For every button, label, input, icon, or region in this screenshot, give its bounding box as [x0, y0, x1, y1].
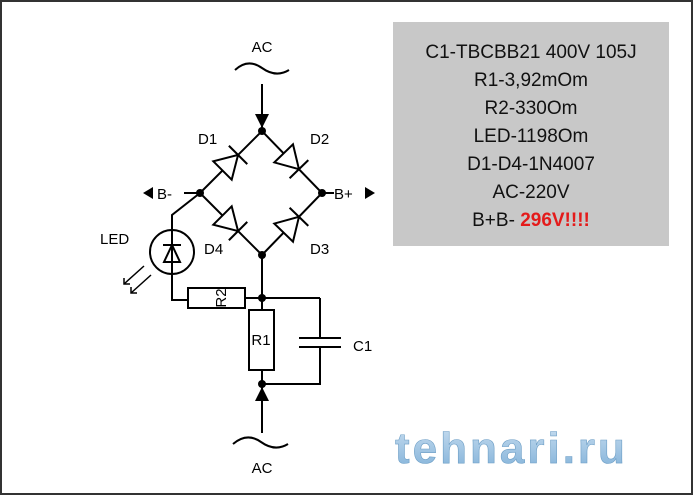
watermark-logo: tehnari.ru	[395, 424, 628, 473]
spec-box: C1-TBCBB21 400V 105J R1-3,92mOm R2-330Om…	[393, 22, 669, 246]
d1-diode-icon	[211, 145, 248, 182]
ac-top-arrow-icon	[255, 114, 269, 128]
spec-line: R1-3,92mOm	[474, 70, 588, 91]
spec-line-result: B+B- 296V!!!!	[472, 210, 590, 231]
r2-label: R2	[213, 288, 230, 307]
led-icon	[149, 229, 195, 275]
spec-box-bg	[393, 22, 669, 246]
d2-diode-icon	[272, 142, 309, 179]
c1-wire-bottom	[262, 347, 321, 385]
c1-label: C1	[353, 338, 372, 355]
d4-label: D4	[204, 241, 223, 258]
d3-diode-icon	[272, 207, 309, 244]
ac-bottom-label: AC	[252, 460, 273, 477]
b-minus-arrow-icon	[143, 187, 153, 199]
light-emission-icon	[123, 265, 152, 294]
node-r-junction	[258, 294, 266, 302]
b-minus-label: B-	[157, 186, 172, 203]
r1-label: R1	[251, 332, 270, 349]
node-top	[258, 127, 266, 135]
spec-line: D1-D4-1N4007	[467, 154, 595, 175]
spec-line: C1-TBCBB21 400V 105J	[425, 42, 636, 63]
ac-bottom-arrow-icon	[255, 387, 269, 401]
d3-label: D3	[310, 241, 329, 258]
d4-diode-icon	[211, 204, 248, 241]
d2-label: D2	[310, 131, 329, 148]
result-prefix: B+B-	[472, 210, 515, 231]
b-plus-label: B+	[334, 186, 353, 203]
spec-line: AC-220V	[492, 182, 569, 203]
led-wire	[171, 192, 201, 301]
spec-line: R2-330Om	[485, 98, 578, 119]
spec-line: LED-1198Om	[474, 126, 589, 147]
b-plus-arrow-icon	[365, 187, 375, 199]
ac-bottom-tilde-icon	[232, 436, 289, 449]
ac-top-tilde-icon	[234, 62, 290, 75]
led-label: LED	[100, 231, 129, 248]
diode-bridge	[199, 129, 324, 257]
d1-label: D1	[198, 131, 217, 148]
ac-top-label: AC	[252, 39, 273, 56]
led-diode-triangle	[162, 242, 182, 263]
result-value: 296V!!!!	[520, 210, 590, 231]
